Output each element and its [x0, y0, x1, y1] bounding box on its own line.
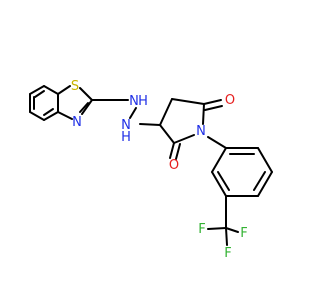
bond: [211, 147, 227, 173]
fluorine-atom-3: F: [224, 246, 231, 261]
bond: [171, 98, 205, 105]
fluorine-atom-2: F: [240, 226, 247, 241]
bond: [169, 142, 175, 159]
bond: [257, 171, 273, 197]
bond: [207, 136, 227, 149]
bond: [159, 124, 175, 144]
nitrogen-atom-imide: N: [196, 124, 206, 139]
bond: [139, 123, 161, 126]
bond: [217, 171, 230, 191]
bond: [43, 111, 59, 121]
bond: [204, 105, 223, 111]
bond: [81, 99, 93, 115]
hydrogen-atom-hydrazine-b: H: [121, 130, 131, 145]
bond: [253, 171, 266, 191]
bond: [29, 85, 45, 95]
oxygen-atom-bottom: O: [169, 158, 179, 173]
molecule-canvas: S N N H N H N O O F F F: [29, 79, 273, 261]
bond: [57, 111, 73, 120]
bond: [202, 103, 205, 125]
nitrogen-atom-hydrazine-b: N: [121, 118, 131, 133]
bond: [29, 111, 45, 121]
bond: [79, 87, 93, 101]
bond: [203, 99, 222, 105]
nitrogen-atom-hydrazine-a: N: [129, 94, 139, 109]
oxygen-atom-top: O: [225, 93, 235, 108]
bond: [57, 85, 71, 95]
bond: [175, 143, 181, 160]
sulfur-atom: S: [71, 79, 79, 94]
bond: [225, 227, 228, 246]
bond: [79, 102, 89, 113]
bond: [34, 90, 45, 98]
bond: [43, 85, 59, 95]
bond: [257, 147, 273, 173]
fluorine-atom-1: F: [198, 222, 205, 237]
bond: [207, 227, 227, 230]
bond: [225, 227, 239, 233]
bond: [43, 108, 54, 116]
nitrogen-atom-thiazole: N: [72, 115, 82, 130]
bond: [129, 107, 137, 119]
bond: [211, 171, 227, 197]
bond: [159, 98, 173, 126]
hydrogen-atom-hydrazine-a: H: [138, 94, 148, 109]
bond: [173, 134, 195, 144]
molecule-structure: S N N H N H N O O F F F: [29, 79, 273, 261]
